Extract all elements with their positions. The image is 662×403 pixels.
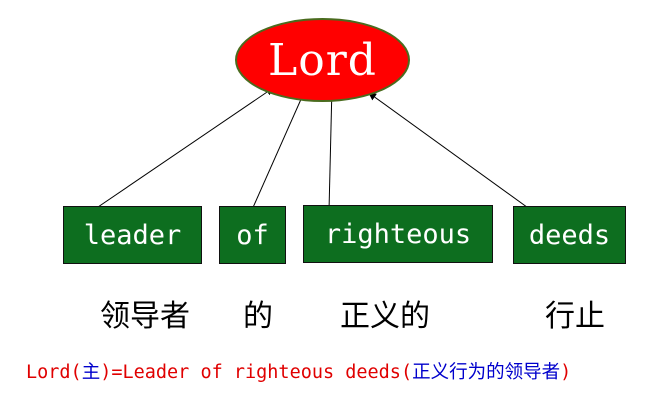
meaning-deeds: 行止 (545, 299, 605, 334)
word-box-leader: leader (63, 206, 202, 264)
word-of: of (236, 219, 269, 251)
meaning-of: 的 (243, 299, 273, 334)
definition-caption: Lord(主)=Leader of righteous deeds(正义行为的领… (26, 358, 571, 384)
caption-prefix-cn: 主 (81, 362, 101, 383)
word-box-righteous: righteous (303, 205, 493, 263)
word-righteous: righteous (324, 218, 472, 250)
word-box-deeds: deeds (513, 206, 626, 264)
arrow-righteous (327, 85, 336, 212)
meaning-leader: 领导者 (100, 299, 190, 334)
lord-ellipse: Lord (235, 18, 410, 102)
caption-end: ) (560, 362, 572, 383)
meaning-righteous: 正义的 (340, 299, 430, 334)
arrow-deeds (368, 92, 532, 211)
lord-label: Lord (268, 34, 377, 86)
word-box-of: of (219, 206, 286, 264)
word-leader: leader (83, 219, 182, 251)
caption-suffix-cn: 正义行为的领导者 (412, 362, 561, 383)
arrow-leader (97, 87, 274, 208)
word-deeds: deeds (528, 219, 611, 251)
caption-prefix: Lord( (26, 362, 82, 383)
caption-middle: )=Leader of righteous deeds( (100, 362, 413, 383)
